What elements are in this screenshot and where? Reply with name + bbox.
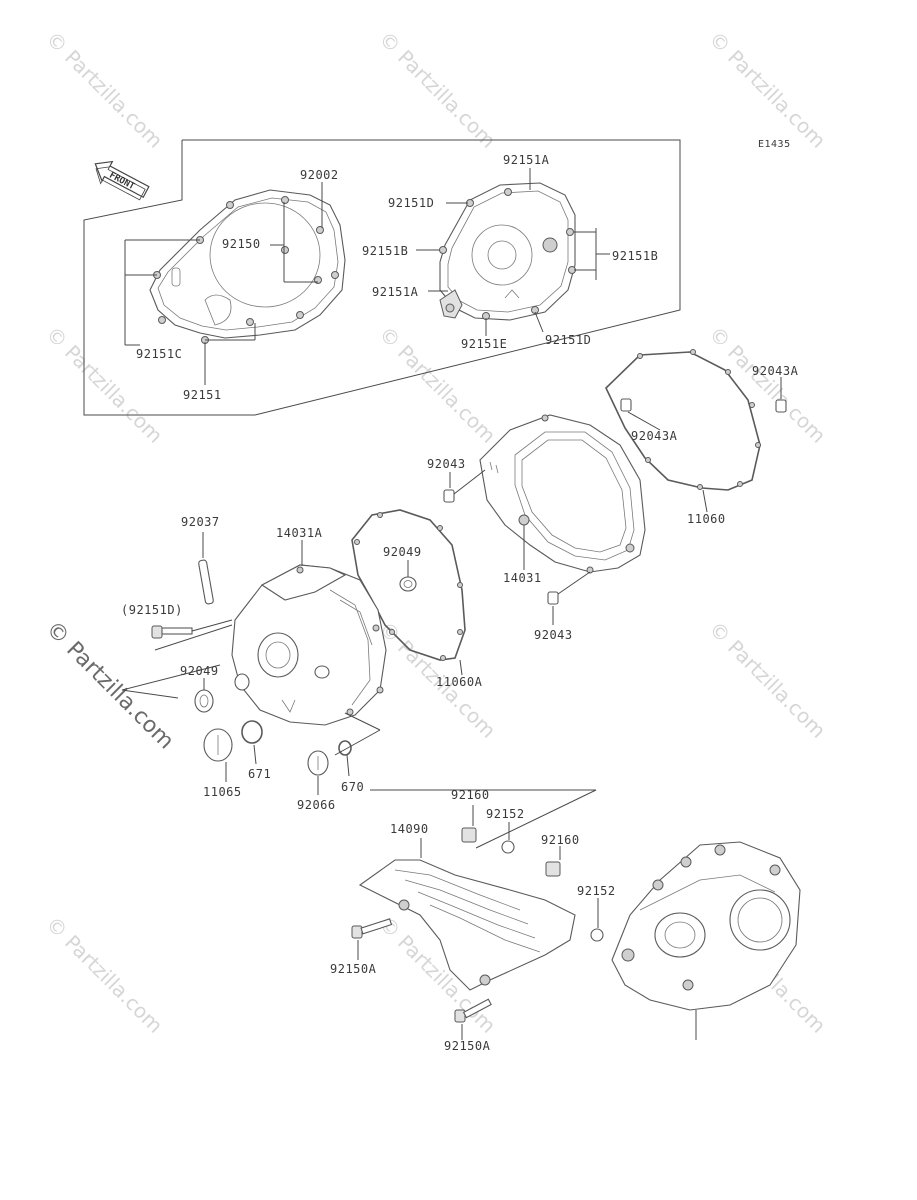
- plug-92066: [307, 750, 329, 776]
- label-14090: 14090: [390, 822, 429, 836]
- dowel-pin-92037: [198, 559, 214, 605]
- label-92152-mid: 92152: [577, 884, 616, 898]
- watermark: © Partzilla.com: [41, 322, 167, 448]
- label-92150: 92150: [222, 237, 261, 251]
- cover-14031a: [231, 564, 387, 726]
- watermark: © Partzilla.com: [41, 912, 167, 1038]
- cover-14090: [358, 859, 576, 991]
- label-92066: 92066: [297, 798, 336, 812]
- label-92152-top: 92152: [486, 807, 525, 821]
- front-bevel-gear-housing: [611, 841, 801, 1011]
- bolt-92150a-low: [454, 998, 492, 1023]
- label-92150a-left: 92150A: [330, 962, 377, 976]
- gasket-11060: [605, 349, 761, 491]
- label-11065: 11065: [203, 785, 242, 799]
- cover-14031: [479, 414, 646, 574]
- label-670: 670: [341, 780, 364, 794]
- dowel-92043a-right: [775, 399, 787, 413]
- watermark: © Partzilla.com: [704, 322, 830, 448]
- front-arrow-icon: FRONT: [94, 160, 150, 201]
- label-92150a-low: 92150A: [444, 1039, 491, 1053]
- section-frame: [83, 139, 681, 416]
- oring-671: [241, 720, 263, 744]
- plug-11065: [203, 728, 233, 762]
- dowel-92043a-mid: [620, 398, 632, 412]
- label-92002: 92002: [300, 168, 339, 182]
- right-clutch-cover: [439, 182, 576, 321]
- rubber-92160-top: [461, 827, 477, 843]
- watermark: © Partzilla.com: [704, 27, 830, 153]
- label-92160-top: 92160: [451, 788, 490, 802]
- collar-92152-mid: [590, 928, 604, 942]
- label-92151d-top: 92151D: [388, 196, 434, 210]
- label-92151: 92151: [183, 388, 222, 402]
- label-92151d-paren: (92151D): [121, 603, 183, 617]
- label-92049-left: 92049: [180, 664, 219, 678]
- label-92151b-left: 92151B: [362, 244, 408, 258]
- label-92043-top: 92043: [427, 457, 466, 471]
- label-14031a: 14031A: [276, 526, 323, 540]
- watermark: © Partzilla.com: [704, 617, 830, 743]
- label-92151a-low: 92151A: [372, 285, 419, 299]
- label-92151b-right: 92151B: [612, 249, 658, 263]
- label-92037: 92037: [181, 515, 220, 529]
- bolt-92151d: [151, 625, 193, 639]
- left-crankcase-cover: [149, 189, 346, 344]
- part-labels: 92002 92150 92151C 92151 92151A 92151D 9…: [121, 153, 799, 1053]
- label-14031: 14031: [503, 571, 542, 585]
- diagram-code: E1435: [758, 139, 791, 150]
- label-92151c: 92151C: [136, 347, 182, 361]
- label-11060: 11060: [687, 512, 726, 526]
- label-92151d-low: 92151D: [545, 333, 591, 347]
- rubber-92160-mid: [545, 861, 561, 877]
- label-92160-mid: 92160: [541, 833, 580, 847]
- label-92049-gasket: 92049: [383, 545, 422, 559]
- label-92043a-right: 92043A: [752, 364, 799, 378]
- label-92043a-mid: 92043A: [631, 429, 678, 443]
- bushing: [234, 673, 250, 691]
- gasket-11060a: [351, 509, 466, 661]
- label-92043-low: 92043: [534, 628, 573, 642]
- oring-670: [338, 740, 352, 756]
- label-92151e: 92151E: [461, 337, 507, 351]
- bolt-92150a-left: [351, 918, 393, 939]
- watermark: © Partzilla.com: [374, 27, 500, 153]
- label-92151a-top: 92151A: [503, 153, 550, 167]
- seal-92049-left: [194, 689, 214, 713]
- collar-92152-top: [501, 840, 515, 854]
- label-671: 671: [248, 767, 271, 781]
- dowel-92043-low: [547, 591, 559, 605]
- watermark: © Partzilla.com: [41, 27, 167, 153]
- dowel-92043-top: [443, 489, 455, 503]
- label-11060a: 11060A: [436, 675, 483, 689]
- seal-92049: [399, 576, 417, 592]
